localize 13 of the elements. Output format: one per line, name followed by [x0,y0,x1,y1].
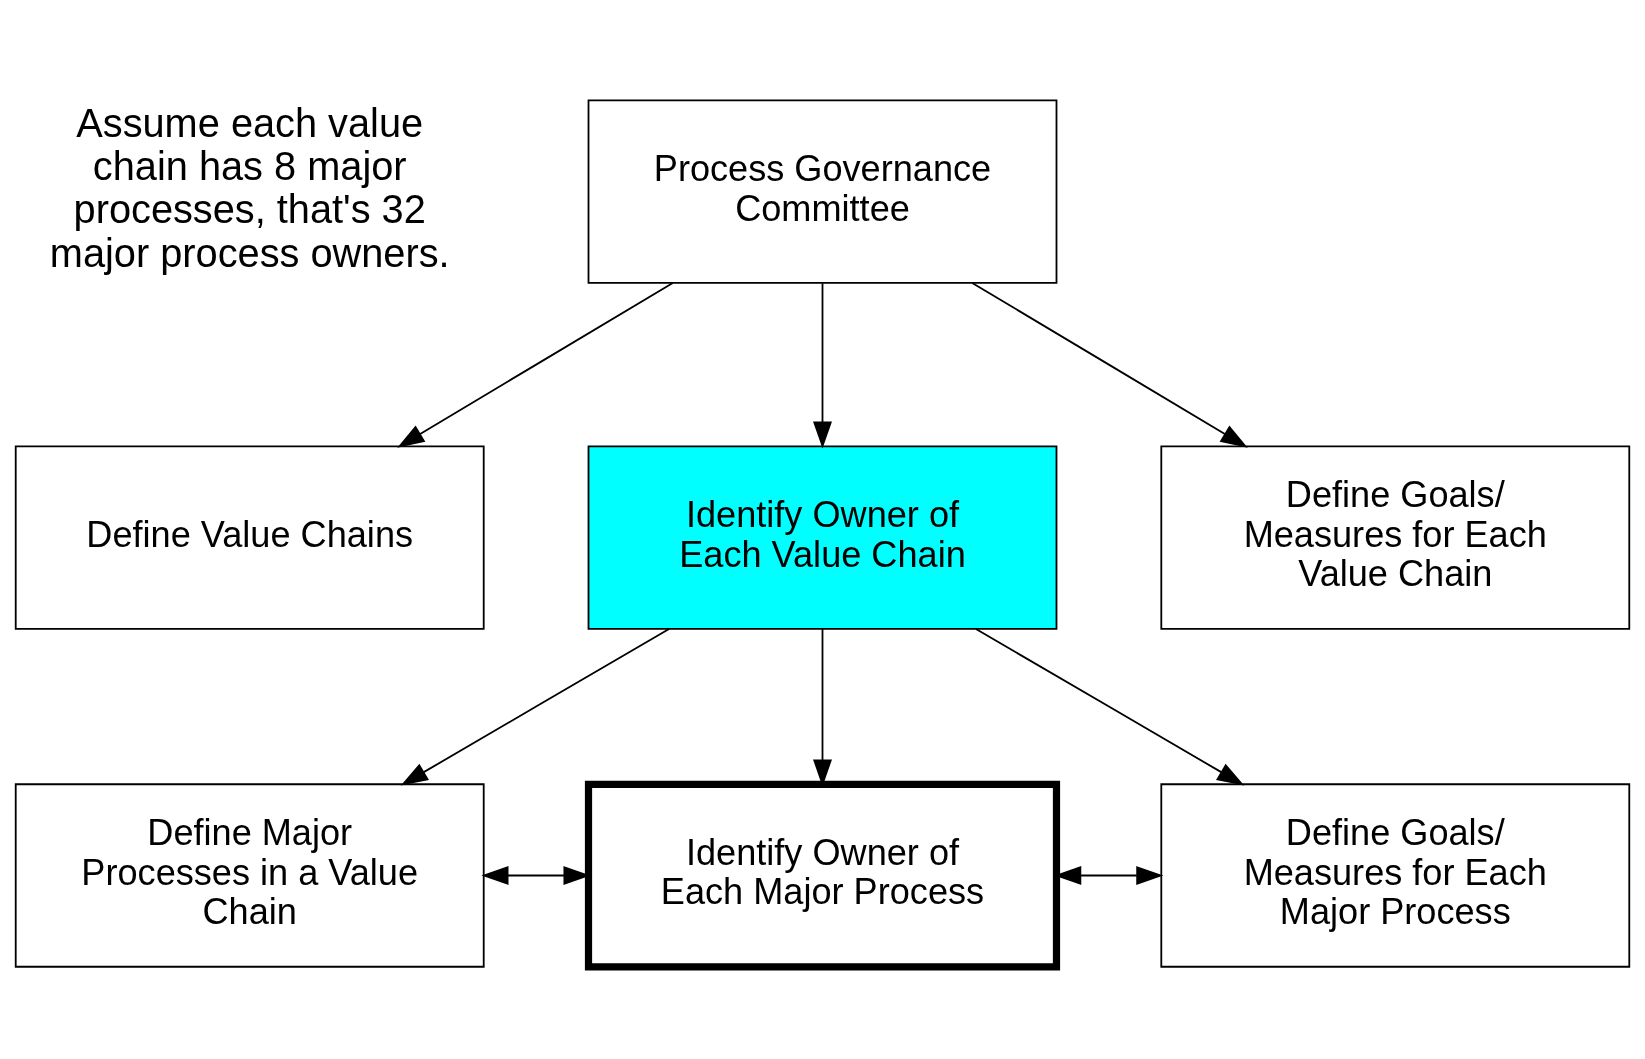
arrow [971,282,1248,448]
arrow [813,282,832,449]
arrow [400,628,670,786]
node-box: Identify Owner of Each Major Process [584,780,1061,971]
node-box: Define Major Processes in a Value Chain [14,783,485,968]
node-box: Define Goals/ Measures for Each Value Chain [1160,445,1631,630]
node-box: Identify Owner of Each Value Chain [587,445,1058,630]
label: Assume each value chain has 8 major processes, that's 32 major process owners. [49,100,450,275]
node-box: Define Value Chains [14,445,485,630]
arrow [397,282,674,448]
arrow [975,628,1245,786]
node-box: Define Goals/ Measures for Each Major Process [1160,783,1631,968]
node-box: Process Governance Committee [587,99,1058,284]
